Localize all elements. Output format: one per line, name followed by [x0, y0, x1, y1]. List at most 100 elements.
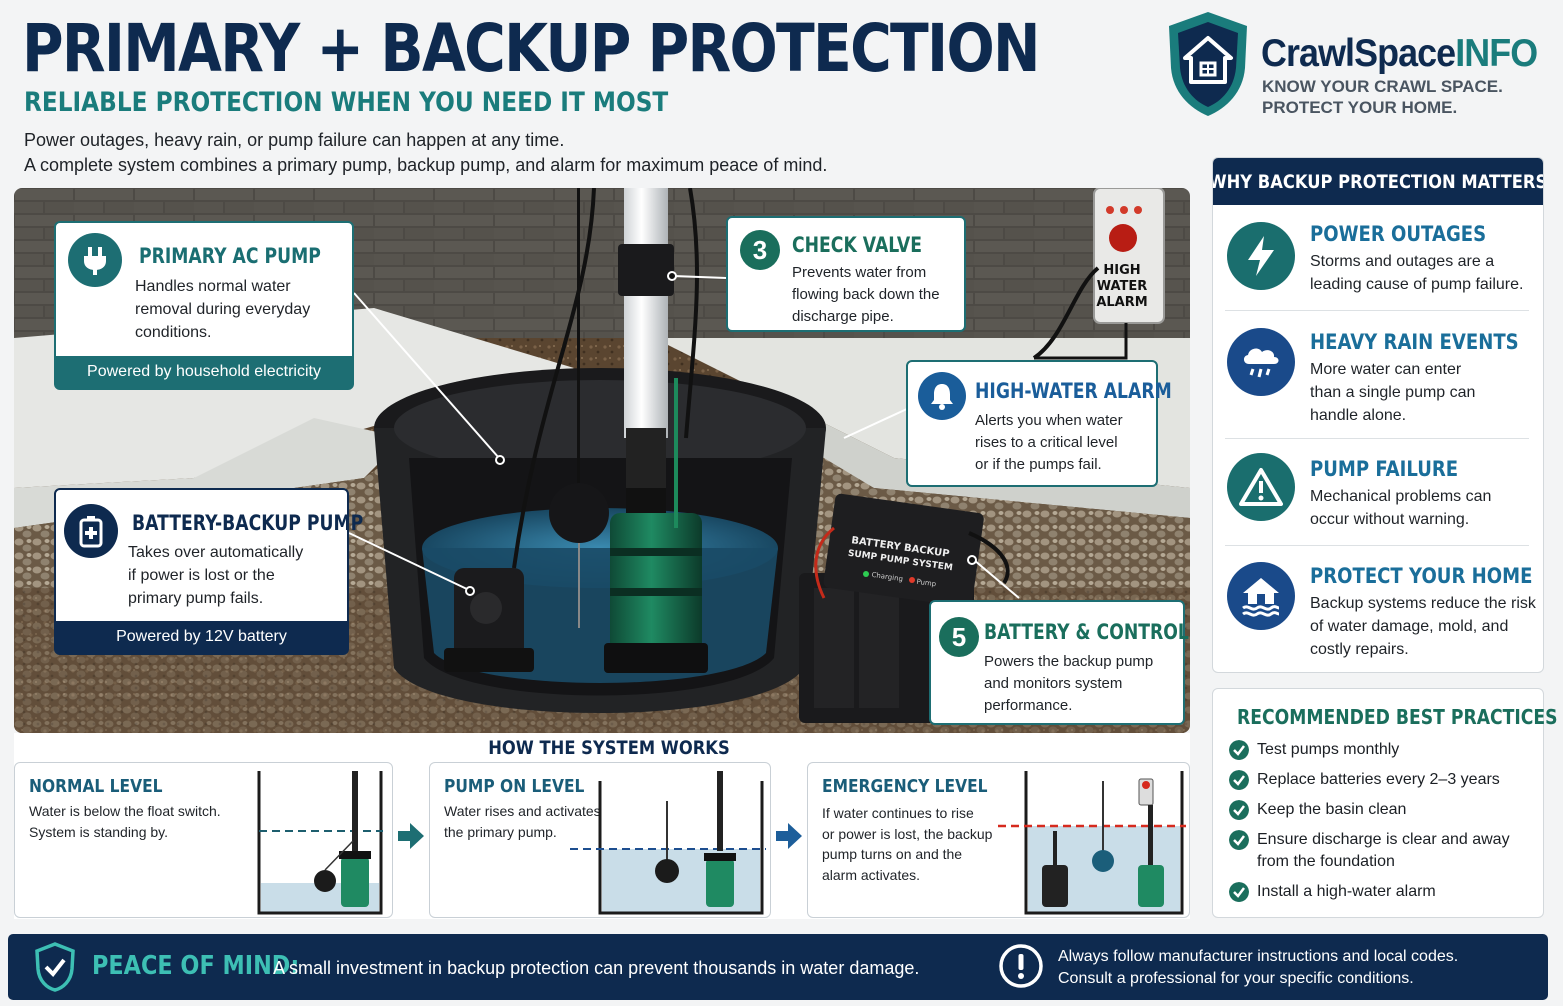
divider — [1225, 545, 1529, 546]
panel-text: Water rises and activates the primary pu… — [444, 801, 601, 842]
alarm-device-label: ALARM — [1096, 295, 1147, 310]
reason-text-line: leading cause of pump failure. — [1310, 276, 1524, 293]
brand-name-part1: CrawlSpace — [1261, 32, 1456, 75]
page-subtitle: RELIABLE PROTECTION WHEN YOU NEED IT MOS… — [24, 87, 669, 118]
banner-note: Always follow manufacturer instructions … — [1058, 946, 1458, 990]
panel-heading-text: WHY BACKUP PROTECTION MATTERS — [1212, 170, 1544, 193]
callout-text-line: Handles normal water — [135, 278, 291, 295]
callout-text-line: primary pump fails. — [128, 590, 264, 607]
best-practices-list: Test pumps monthly Replace batteries eve… — [1229, 739, 1539, 911]
intro-line: Power outages, heavy rain, or pump failu… — [24, 130, 565, 150]
reason-protect-home: PROTECT YOUR HOME Backup systems reduce … — [1213, 560, 1543, 670]
panel-text-line: Water is below the float switch. — [29, 803, 221, 819]
list-item-text: Replace batteries every 2–3 years — [1257, 771, 1500, 788]
banner-note-line: Always follow manufacturer instructions … — [1058, 948, 1459, 965]
reason-text-line: than a single pump can — [1310, 384, 1476, 401]
best-practices-panel: RECOMMENDED BEST PRACTICES Test pumps mo… — [1212, 688, 1558, 918]
callout-text-line: flowing back down the — [792, 286, 940, 303]
tagline-line: PROTECT YOUR HOME. — [1262, 98, 1458, 117]
normal-level-diagram — [257, 771, 383, 915]
alarm-device-label: WATER — [1097, 279, 1148, 294]
panel-title: NORMAL LEVEL — [29, 776, 163, 797]
house-water-icon — [1227, 562, 1295, 630]
banner-label: PEACE OF MIND: — [92, 951, 300, 981]
callout-text-line: Prevents water from — [792, 264, 927, 281]
callout-text-line: discharge pipe. — [792, 308, 894, 325]
callout-text-line: Takes over automatically — [128, 544, 304, 561]
reason-heavy-rain: HEAVY RAIN EVENTS More water can enter t… — [1213, 326, 1543, 436]
banner-note-line: Consult a professional for your specific… — [1058, 970, 1414, 987]
pump-on-level-panel: PUMP ON LEVEL Water rises and activates … — [429, 762, 771, 918]
reason-text-line: costly repairs. — [1310, 641, 1409, 658]
callout-footer: Powered by 12V battery — [56, 621, 347, 653]
brand-name-part2: INFO — [1455, 32, 1538, 75]
callout-check-valve: 3 CHECK VALVE Prevents water from flowin… — [726, 216, 966, 332]
callout-text: Handles normal water removal during ever… — [135, 275, 310, 344]
reason-text: Storms and outages are a leading cause o… — [1310, 250, 1542, 296]
check-icon — [1229, 882, 1249, 902]
callout-high-water-alarm: HIGH-WATER ALARM Alerts you when water r… — [906, 360, 1172, 487]
check-icon — [1229, 770, 1249, 790]
house-shield-icon — [1169, 12, 1247, 116]
callout-text-line: if power is lost or the — [128, 567, 275, 584]
reason-text-line: More water can enter — [1310, 361, 1462, 378]
list-item: Test pumps monthly — [1229, 739, 1539, 761]
list-item-text: Test pumps monthly — [1257, 741, 1400, 758]
reason-text: Backup systems reduce the risk of water … — [1310, 592, 1542, 661]
check-icon — [1229, 830, 1249, 850]
reason-power-outages: POWER OUTAGES Storms and outages are a l… — [1213, 218, 1543, 318]
list-item-text: Ensure discharge is clear and away — [1257, 831, 1510, 848]
callout-primary-pump: PRIMARY AC PUMP Handles normal water rem… — [54, 221, 354, 390]
rain-cloud-icon — [1227, 328, 1295, 396]
reason-text-line: handle alone. — [1310, 407, 1407, 424]
callout-text-line: Alerts you when water — [975, 412, 1123, 429]
reason-text-line: of water damage, mold, and — [1310, 618, 1509, 635]
normal-level-panel: NORMAL LEVEL Water is below the float sw… — [14, 762, 393, 918]
callout-text-line: or if the pumps fail. — [975, 456, 1102, 473]
panel-title: EMERGENCY LEVEL — [822, 776, 988, 797]
callout-title: PRIMARY AC PUMP — [139, 244, 321, 268]
reason-text-line: Storms and outages are a — [1310, 253, 1495, 270]
banner-message: A small investment in backup protection … — [273, 958, 920, 978]
info-exclamation-icon — [999, 944, 1043, 988]
emergency-level-panel: EMERGENCY LEVEL If water continues to ri… — [807, 762, 1190, 918]
reason-title: PROTECT YOUR HOME — [1310, 564, 1533, 588]
tagline-line: KNOW YOUR CRAWL SPACE. — [1262, 77, 1503, 96]
panel-text-line: or power is lost, the backup — [822, 825, 993, 842]
arrow-right-icon — [776, 823, 802, 849]
list-item: Ensure discharge is clear and away from t… — [1229, 829, 1539, 873]
reason-text-line: Mechanical problems can — [1310, 488, 1492, 505]
panel-text-line: pump turns on and the — [822, 846, 963, 862]
step-number-badge: 5 — [939, 617, 979, 657]
list-item: Install a high-water alarm — [1229, 881, 1539, 903]
panel-text-line: If water continues to rise — [822, 805, 974, 821]
callout-footer: Powered by household electricity — [56, 356, 352, 388]
page-title: PRIMARY + BACKUP PROTECTION — [22, 10, 1040, 87]
panel-text-line: System is standing by. — [29, 823, 169, 840]
panel-title: PUMP ON LEVEL — [444, 776, 585, 797]
step-number-badge: 3 — [740, 230, 780, 270]
panel-heading: RECOMMENDED BEST PRACTICES — [1237, 705, 1558, 729]
lightning-icon — [1227, 222, 1295, 290]
callout-text-line: Powers the backup pump — [984, 653, 1154, 670]
plug-icon — [68, 233, 122, 287]
alarm-device-label: HIGH — [1103, 263, 1140, 278]
brand-name: CrawlSpaceINFO — [1261, 32, 1538, 76]
callout-text: Alerts you when water rises to a critica… — [975, 410, 1123, 476]
callout-title: CHECK VALVE — [792, 233, 922, 257]
brand-tagline: KNOW YOUR CRAWL SPACE. PROTECT YOUR HOME… — [1262, 76, 1503, 118]
callout-text-line: rises to a critical level — [975, 434, 1118, 451]
how-the-system-works: HOW THE SYSTEM WORKS NORMAL LEVEL Water … — [14, 733, 1190, 919]
list-item: Replace batteries every 2–3 years — [1229, 769, 1539, 791]
divider — [1225, 438, 1529, 439]
list-item-text: from the foundation — [1257, 853, 1395, 870]
callout-text-line: performance. — [984, 697, 1073, 714]
peace-of-mind-banner: PEACE OF MIND: A small investment in bac… — [8, 934, 1548, 1000]
panel-text-line: the primary pump. — [444, 823, 557, 840]
reason-title: PUMP FAILURE — [1310, 457, 1459, 481]
list-item: Keep the basin clean — [1229, 799, 1539, 821]
callout-text-line: and monitors system — [984, 675, 1123, 692]
brand-logo: CrawlSpaceINFO KNOW YOUR CRAWL SPACE. PR… — [1165, 10, 1555, 122]
panel-text-line: alarm activates. — [822, 866, 921, 883]
shield-check-icon — [35, 942, 75, 992]
